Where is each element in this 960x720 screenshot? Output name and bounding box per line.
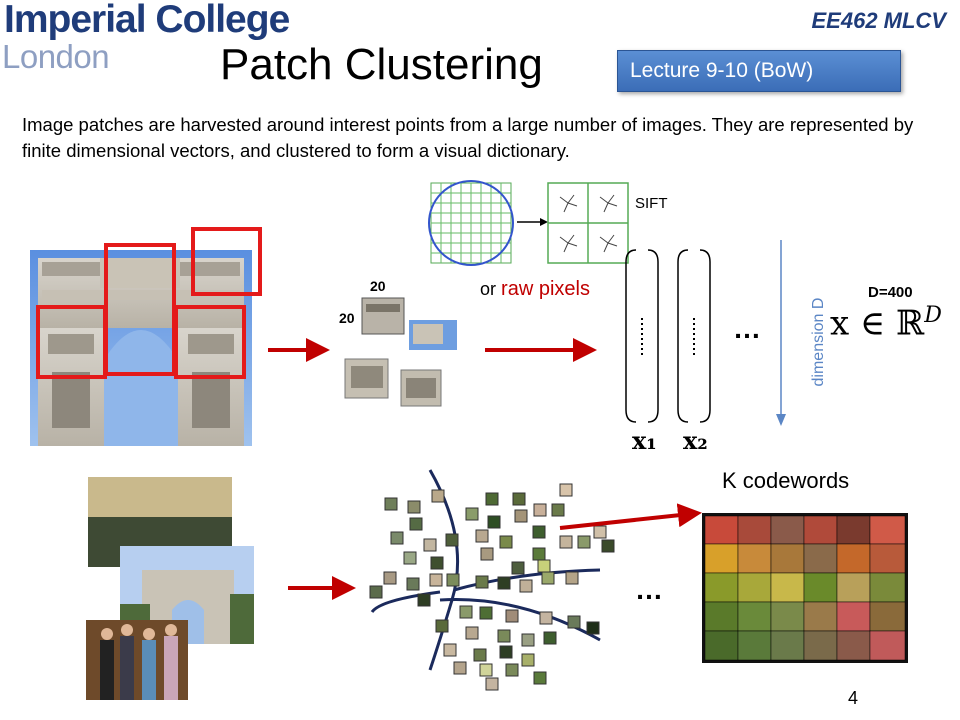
ellipsis-clusters: …	[635, 574, 665, 605]
d-value-label: D=400	[868, 284, 913, 301]
logo-london: London	[2, 38, 110, 75]
or-text: or	[480, 279, 497, 299]
page-number: 4	[848, 688, 859, 708]
raw-pixels-text: raw pixels	[501, 278, 590, 300]
sift-label: SIFT	[635, 195, 668, 212]
patch-height-label: 20	[339, 310, 355, 326]
patch-width-label: 20	[370, 278, 386, 294]
lecture-badge: Lecture 9-10 (BoW)	[617, 50, 901, 92]
arc-de-triomphe-photo	[30, 250, 252, 446]
x2-label: x₂	[683, 426, 708, 455]
extracted-patches	[344, 297, 457, 407]
x-in-rd-text: x ∈ ℝ	[830, 303, 925, 344]
patch-boxes	[36, 227, 262, 379]
feature-vectors	[625, 249, 711, 423]
x1-label: x₁	[632, 426, 657, 455]
description-text: Image patches are harvested around inter…	[22, 114, 914, 161]
slide-title: Patch Clustering	[220, 40, 543, 89]
dimension-arrowhead	[776, 414, 786, 426]
x-in-rd-superscript: D	[924, 303, 942, 328]
sift-descriptor-figure	[428, 180, 629, 266]
k-codewords-label: K codewords	[722, 468, 850, 493]
arrow-to-codebook	[559, 503, 702, 530]
ellipsis-vectors: …	[733, 313, 763, 344]
image-collection	[86, 477, 254, 700]
patch-scatter	[369, 483, 615, 691]
x-in-rd-formula: x ∈ ℝD	[830, 303, 942, 343]
codebook-grid	[702, 513, 908, 663]
course-code: EE462 MLCV	[811, 8, 947, 33]
logo-imperial-college: Imperial College	[4, 0, 290, 41]
dimension-label: dimension D	[810, 297, 827, 387]
raw-pixels-label: or raw pixels	[480, 278, 590, 301]
